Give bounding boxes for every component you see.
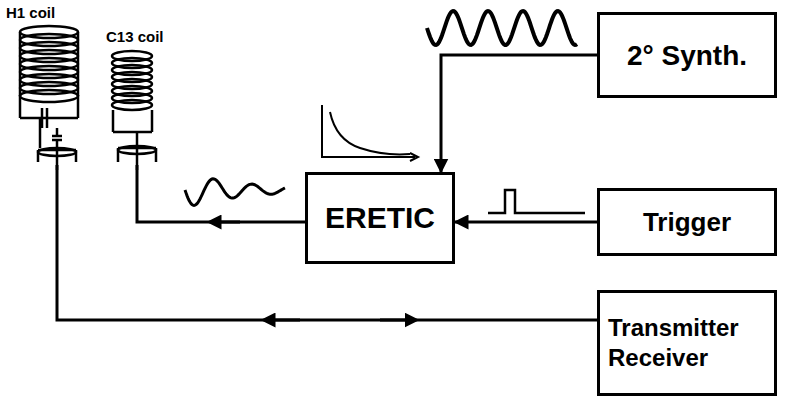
trigger-pulse — [488, 190, 585, 213]
c13-wire — [137, 165, 305, 222]
coil-label: H1 coil — [6, 4, 55, 21]
box-label: Trigger — [643, 206, 731, 239]
box-label: ERETIC — [325, 199, 435, 237]
h1-circuit — [20, 95, 78, 170]
process-box: Transmitter Receiver — [597, 290, 777, 396]
process-box: Trigger — [597, 188, 777, 256]
c13-coil — [112, 51, 152, 110]
decay-envelope — [322, 105, 418, 161]
h1-coil — [20, 26, 78, 102]
box-label: Transmitter Receiver — [608, 313, 766, 373]
sine-waveform — [427, 11, 577, 45]
box-label: 2° Synth. — [627, 38, 747, 73]
h1-wire — [57, 165, 597, 320]
process-box: ERETIC — [305, 172, 455, 264]
signal-arrow — [441, 55, 597, 172]
rf-waveform — [185, 179, 285, 206]
coil-label: C13 coil — [106, 28, 164, 45]
signal-arrow — [455, 221, 597, 224]
process-box: 2° Synth. — [597, 12, 777, 98]
c13-circuit — [113, 110, 156, 170]
